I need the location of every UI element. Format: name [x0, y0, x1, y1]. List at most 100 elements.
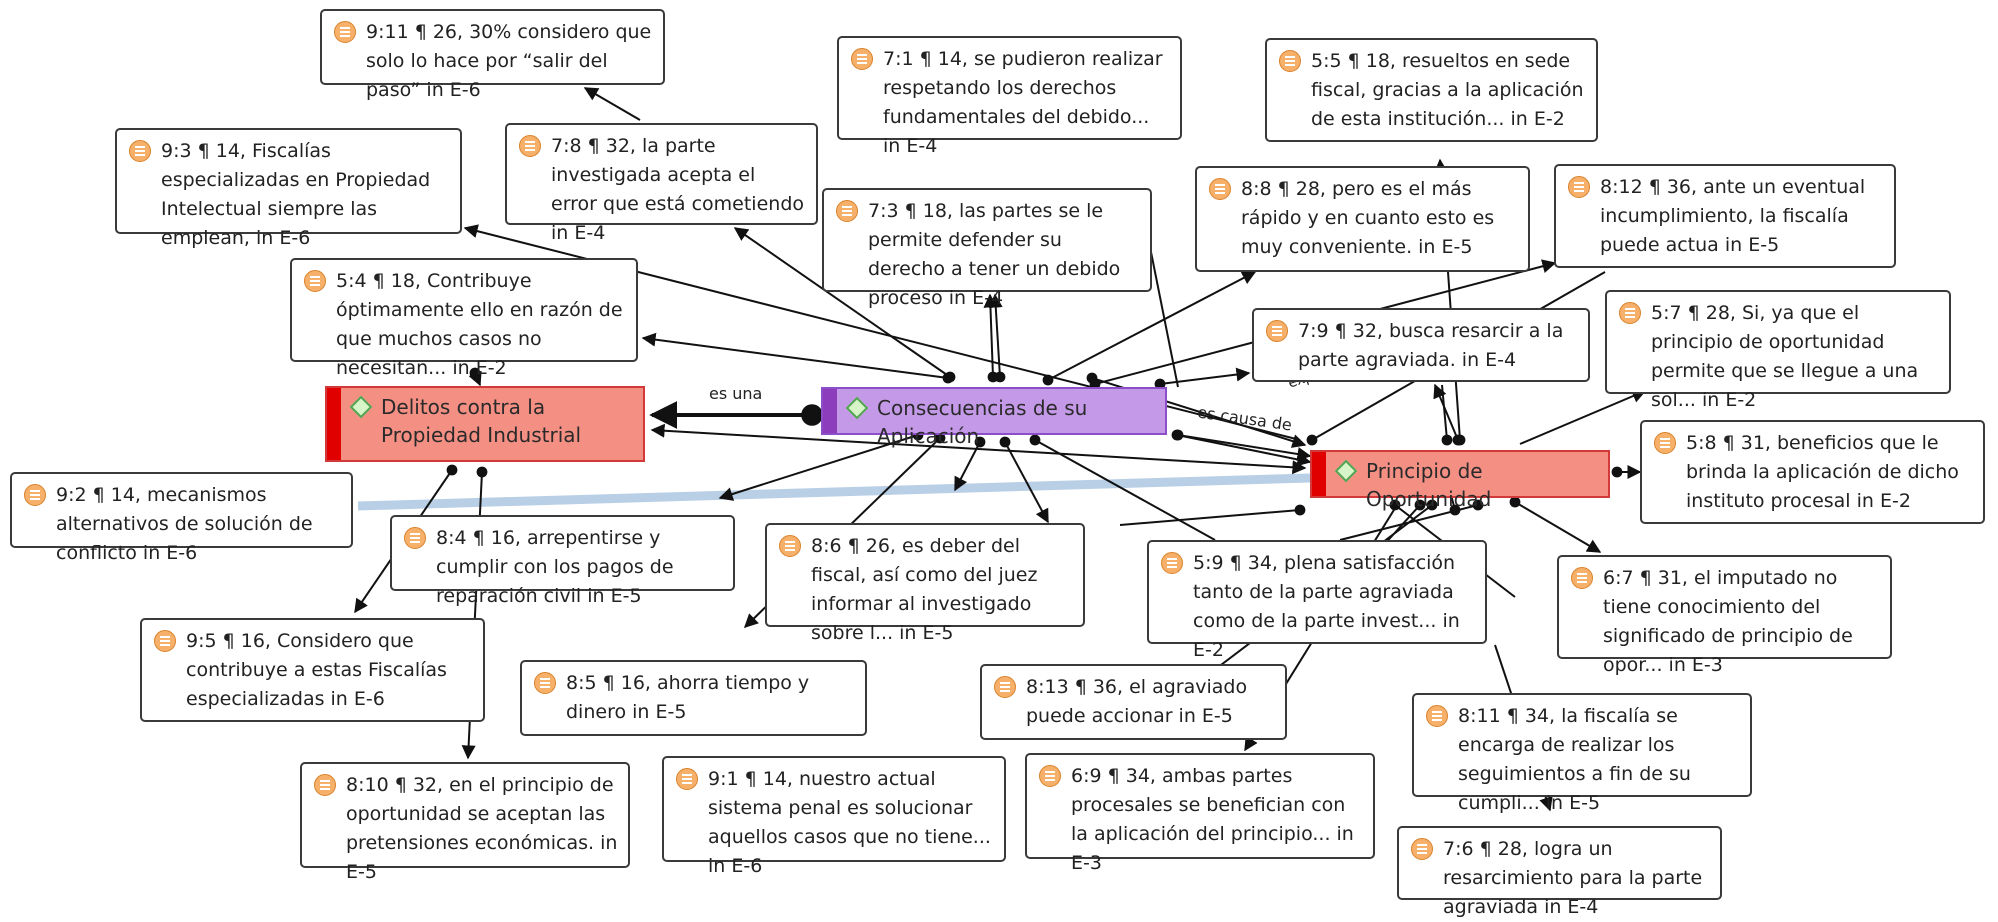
code-diamond-icon [1334, 459, 1358, 483]
quote-8-6[interactable]: 8:6 ¶ 26, es deber del fiscal, así como … [765, 523, 1085, 644]
quotation-icon [314, 774, 336, 796]
quote-text: 7:9 ¶ 32, busca resarcir a la parte agra… [1298, 320, 1564, 371]
quote-8-13[interactable]: 8:13 ¶ 36, el agraviado puede accionar i… [980, 664, 1287, 740]
quotation-icon [676, 768, 698, 790]
quote-text: 5:9 ¶ 34, plena satisfacción tanto de la… [1193, 552, 1460, 661]
quote-text: 7:8 ¶ 32, la parte investigada acepta el… [551, 135, 805, 244]
quote-8-12[interactable]: 8:12 ¶ 36, ante un eventual incumplimien… [1554, 164, 1896, 268]
quotation-icon [24, 484, 46, 506]
edge[interactable] [1433, 383, 1464, 446]
quotation-icon [1619, 302, 1641, 324]
quote-8-11[interactable]: 8:11 ¶ 34, la fiscalía se encarga de rea… [1412, 693, 1752, 814]
quotation-icon [334, 21, 356, 43]
quotation-icon [1209, 178, 1231, 200]
edge[interactable] [1339, 499, 1484, 541]
quote-7-8[interactable]: 7:8 ¶ 32, la parte investigada acepta el… [505, 123, 818, 244]
quotation-icon [994, 676, 1016, 698]
quote-9-11[interactable]: 9:11 ¶ 26, 30% considero que solo lo hac… [320, 9, 665, 101]
quotation-icon [534, 672, 556, 694]
quote-text: 8:10 ¶ 32, en el principio de oportunida… [346, 774, 618, 883]
edge[interactable] [1119, 504, 1306, 526]
quotation-icon [1426, 705, 1448, 727]
quote-7-6[interactable]: 7:6 ¶ 28, logra un resarcimiento para la… [1397, 826, 1722, 918]
quote-8-5[interactable]: 8:5 ¶ 16, ahorra tiempo y dinero in E-5 [520, 660, 867, 736]
quote-9-3[interactable]: 9:3 ¶ 14, Fiscalías especializadas en Pr… [115, 128, 462, 249]
quote-text: 8:4 ¶ 16, arrepentirse y cumplir con los… [436, 527, 674, 607]
code-diamond-icon [845, 396, 869, 420]
quote-text: 6:7 ¶ 31, el imputado no tiene conocimie… [1603, 567, 1853, 676]
quote-9-5[interactable]: 9:5 ¶ 16, Considero que contribuye a est… [140, 618, 485, 722]
quote-7-1[interactable]: 7:1 ¶ 14, se pudieron realizar respetand… [837, 36, 1182, 157]
quote-text: 5:5 ¶ 18, resueltos en sede fiscal, grac… [1311, 50, 1584, 130]
quote-text: 9:3 ¶ 14, Fiscalías especializadas en Pr… [161, 140, 431, 249]
quotation-icon [519, 135, 541, 157]
edge[interactable] [1509, 496, 1602, 553]
quotation-icon [1568, 176, 1590, 198]
quote-8-4[interactable]: 8:4 ¶ 16, arrepentirse y cumplir con los… [390, 515, 735, 607]
quote-7-3[interactable]: 7:3 ¶ 18, las partes se le permite defen… [822, 188, 1152, 309]
quote-text: 9:5 ¶ 16, Considero que contribuye a est… [186, 630, 447, 710]
quote-8-8[interactable]: 8:8 ¶ 28, pero es el más rápido y en cua… [1195, 166, 1530, 272]
quote-text: 9:11 ¶ 26, 30% considero que solo lo hac… [366, 21, 652, 101]
code-principio-oportunidad[interactable]: Principio de Oportunidad [1310, 450, 1610, 511]
edge[interactable] [1441, 384, 1453, 446]
edge[interactable] [1154, 367, 1251, 390]
quote-text: 5:4 ¶ 18, Contribuye óptimamente ello en… [336, 270, 623, 379]
quotation-icon [304, 270, 326, 292]
code-consecuencias-aplicacion[interactable]: Consecuencias de su Aplicación [821, 387, 1167, 448]
quotation-icon [1161, 552, 1183, 574]
code-delitos-propiedad-industrial[interactable]: Delitos contra la Propiedad Industrial [325, 386, 645, 462]
quote-text: 5:7 ¶ 28, Si, ya que el principio de opo… [1651, 302, 1919, 411]
quotation-icon [1266, 320, 1288, 342]
code-label: Principio de Oportunidad [1366, 459, 1492, 511]
quotation-icon [1411, 838, 1433, 860]
quote-text: 7:3 ¶ 18, las partes se le permite defen… [868, 200, 1121, 309]
quote-text: 7:6 ¶ 28, logra un resarcimiento para la… [1443, 838, 1703, 918]
quotation-icon [1571, 567, 1593, 589]
quote-8-10[interactable]: 8:10 ¶ 32, en el principio de oportunida… [300, 762, 630, 883]
code-label: Consecuencias de su Aplicación [877, 396, 1088, 448]
quote-9-2[interactable]: 9:2 ¶ 14, mecanismos alternativos de sol… [10, 472, 353, 564]
quotation-icon [404, 527, 426, 549]
quote-text: 8:6 ¶ 26, es deber del fiscal, así como … [811, 535, 1038, 644]
quotation-icon [1039, 765, 1061, 787]
quote-text: 5:8 ¶ 31, beneficios que le brinda la ap… [1686, 432, 1959, 512]
code-diamond-icon [349, 395, 373, 419]
code-color-bar [327, 388, 341, 460]
code-color-bar [823, 389, 837, 433]
quote-text: 6:9 ¶ 34, ambas partes procesales se ben… [1071, 765, 1354, 874]
quote-text: 8:13 ¶ 36, el agraviado puede accionar i… [1026, 676, 1248, 727]
quote-5-7[interactable]: 5:7 ¶ 28, Si, ya que el principio de opo… [1605, 290, 1951, 411]
quote-text: 8:8 ¶ 28, pero es el más rápido y en cua… [1241, 178, 1495, 258]
quotation-icon [1279, 50, 1301, 72]
quote-6-9[interactable]: 6:9 ¶ 34, ambas partes procesales se ben… [1025, 753, 1375, 874]
edges-layer [354, 87, 1647, 812]
quote-9-1[interactable]: 9:1 ¶ 14, nuestro actual sistema penal e… [662, 756, 1006, 877]
quote-text: 7:1 ¶ 14, se pudieron realizar respetand… [883, 48, 1163, 157]
edge[interactable] [583, 87, 641, 121]
quotation-icon [779, 535, 801, 557]
edge[interactable] [650, 423, 1307, 475]
quote-text: 9:1 ¶ 14, nuestro actual sistema penal e… [708, 768, 991, 877]
edge[interactable] [468, 367, 482, 387]
quotation-icon [836, 200, 858, 222]
quote-5-4[interactable]: 5:4 ¶ 18, Contribuye óptimamente ello en… [290, 258, 638, 379]
code-label: Delitos contra la Propiedad Industrial [381, 395, 582, 447]
quote-5-5[interactable]: 5:5 ¶ 18, resueltos en sede fiscal, grac… [1265, 38, 1598, 142]
quote-7-9[interactable]: 7:9 ¶ 32, busca resarcir a la parte agra… [1252, 308, 1590, 382]
quotation-icon [851, 48, 873, 70]
edge[interactable] [1171, 429, 1312, 467]
quote-6-7[interactable]: 6:7 ¶ 31, el imputado no tiene conocimie… [1557, 555, 1892, 676]
edge[interactable] [641, 332, 954, 384]
quotation-icon [129, 140, 151, 162]
quote-text: 8:12 ¶ 36, ante un eventual incumplimien… [1600, 176, 1866, 256]
edge-label-es-una: es una [709, 384, 763, 403]
edge[interactable] [1519, 389, 1647, 445]
quote-text: 8:5 ¶ 16, ahorra tiempo y dinero in E-5 [566, 672, 810, 723]
quote-5-9[interactable]: 5:9 ¶ 34, plena satisfacción tanto de la… [1147, 540, 1487, 661]
quote-text: 8:11 ¶ 34, la fiscalía se encarga de rea… [1458, 705, 1691, 814]
quote-5-8[interactable]: 5:8 ¶ 31, beneficios que le brinda la ap… [1640, 420, 1985, 524]
quote-text: 9:2 ¶ 14, mecanismos alternativos de sol… [56, 484, 313, 564]
highlight-edge[interactable] [357, 473, 1311, 511]
